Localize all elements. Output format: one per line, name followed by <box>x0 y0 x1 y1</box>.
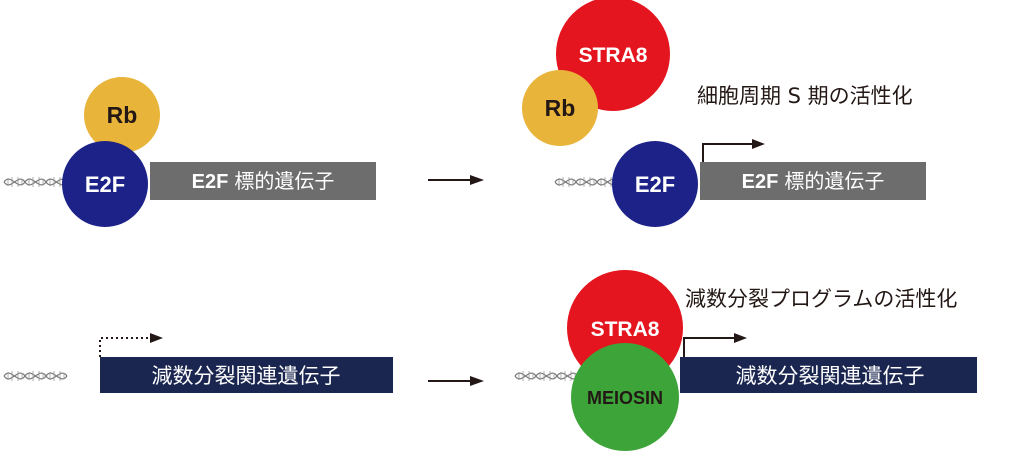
gene-box-meiosis <box>680 357 977 393</box>
dna-strand <box>3 176 68 188</box>
gene-box-e2f-target <box>150 162 376 200</box>
transcription-arrow <box>702 139 765 162</box>
gene-box-e2f-target <box>700 162 926 200</box>
dna-strand <box>3 370 68 382</box>
transcription-arrow <box>683 333 747 357</box>
dna-strand <box>514 370 579 382</box>
meiosin-protein <box>571 343 679 451</box>
e2f-label: E2F <box>85 172 125 197</box>
gene-label: 減数分裂関連遺伝子 <box>152 364 341 388</box>
gene-box-meiosis <box>100 357 393 393</box>
rb-protein <box>84 77 160 153</box>
e2f-protein <box>612 141 698 227</box>
caption-meiosis: 減数分裂プログラムの活性化 <box>685 287 957 311</box>
meiosin-label: MEIOSIN <box>587 388 663 408</box>
stra8-label: STRA8 <box>591 318 660 341</box>
gene-label: 減数分裂関連遺伝子 <box>736 364 925 388</box>
caption-s-phase: 細胞周期 S 期の活性化 <box>697 84 913 108</box>
rb-protein <box>522 70 598 146</box>
panel-bottom-left: 減数分裂関連遺伝子 <box>3 333 393 393</box>
inactive-transcription-arrow <box>99 333 163 357</box>
rb-label: Rb <box>107 102 138 128</box>
e2f-protein <box>62 141 148 227</box>
dna-strand <box>554 176 619 188</box>
transition-arrow-top <box>428 175 484 185</box>
e2f-label: E2F <box>635 172 675 197</box>
stra8-label: STRA8 <box>579 44 648 67</box>
rb-label: Rb <box>545 95 576 121</box>
transition-arrow-bottom <box>428 376 484 386</box>
panel-bottom-right: 減数分裂プログラムの活性化 減数分裂関連遺伝子 STRA8 MEIOSIN <box>514 270 977 451</box>
